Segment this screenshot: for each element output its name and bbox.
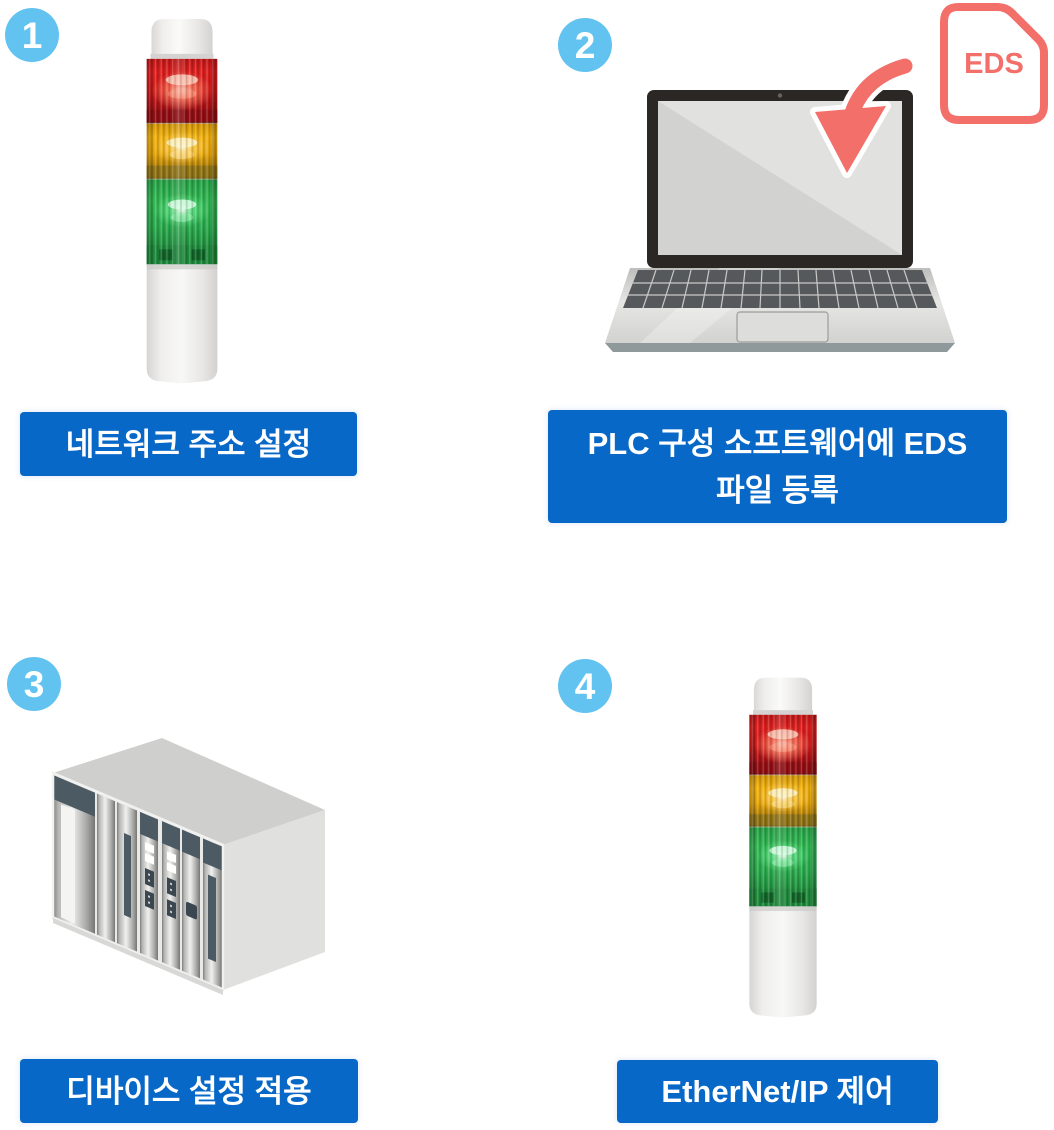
step-1-number: 1 <box>21 14 43 56</box>
eds-file-outline <box>940 3 1048 124</box>
laptop-base <box>605 343 955 352</box>
signal-tower-illustration-2 <box>749 677 817 1018</box>
eds-file-icon: EDS <box>940 3 1048 124</box>
step-4-number: 4 <box>574 665 596 707</box>
webcam-icon <box>777 93 783 98</box>
step-2-label-line2: 파일 등록 <box>716 472 839 508</box>
step-1-label: 네트워크 주소 설정 <box>20 412 357 476</box>
step-2-label-line1: PLC 구성 소프트웨어에 EDS <box>587 425 968 461</box>
plc-side-face <box>223 810 325 990</box>
step-3-label: 디바이스 설정 적용 <box>20 1059 358 1123</box>
laptop-eds-illustration: EDS <box>605 3 1048 352</box>
trackpad <box>736 311 829 343</box>
plc-illustration <box>51 738 325 995</box>
plc-top-face <box>53 738 325 845</box>
step-2-badge: 2 <box>558 18 612 72</box>
laptop-icon <box>605 90 955 352</box>
step-3-label-text: 디바이스 설정 적용 <box>66 1073 312 1109</box>
step-2-label: PLC 구성 소프트웨어에 EDS 파일 등록 <box>548 410 1007 523</box>
signal-tower-illustration-1 <box>146 18 218 384</box>
step-1-label-text: 네트워크 주소 설정 <box>65 426 312 462</box>
plc-controller-icon <box>51 738 325 995</box>
plc-module <box>97 793 115 943</box>
step-4-label-text: EtherNet/IP 제어 <box>661 1074 894 1109</box>
step-4-label: EtherNet/IP 제어 <box>617 1060 938 1123</box>
step-3-number: 3 <box>23 663 45 705</box>
step-2-number: 2 <box>574 24 596 66</box>
keyboard-grid <box>628 269 932 309</box>
download-arrow-icon <box>810 53 918 178</box>
eds-file-label: EDS <box>964 48 1024 80</box>
step-3-badge: 3 <box>7 657 61 711</box>
step-1-badge: 1 <box>5 8 59 62</box>
step-4-badge: 4 <box>558 659 612 713</box>
